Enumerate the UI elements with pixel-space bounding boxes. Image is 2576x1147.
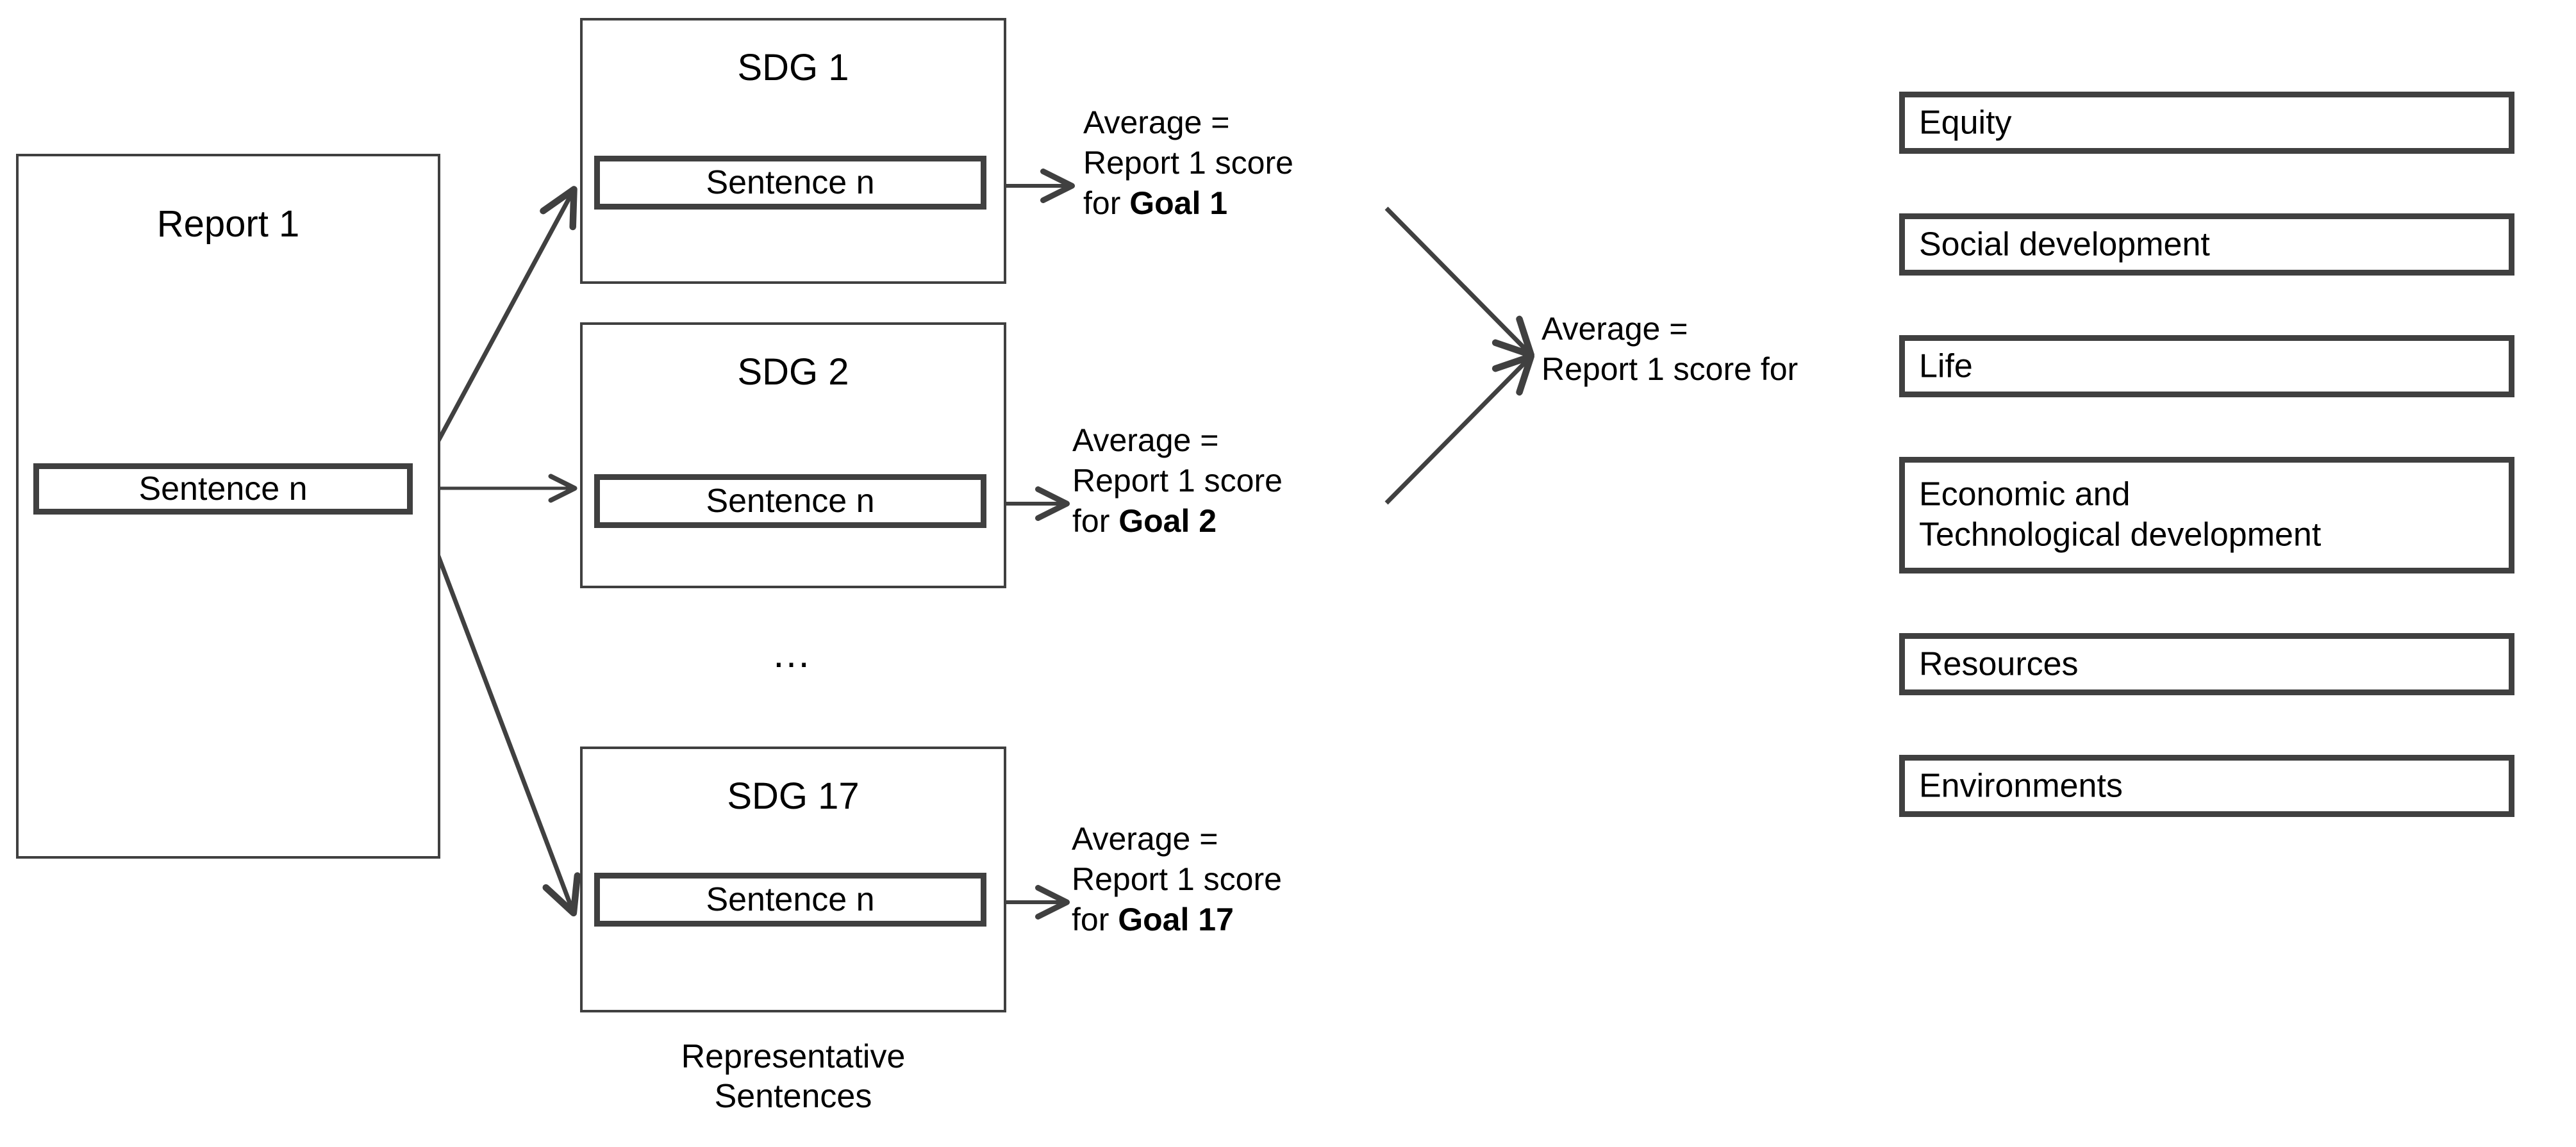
sdg-17-sentence-label: Sentence n — [706, 881, 875, 918]
goal-1-note-line1: Average = — [1083, 104, 1230, 140]
category-box-economic-technological-development[interactable]: Economic and Technological development — [1899, 457, 2514, 574]
goal-1-note-line2: Report 1 score — [1083, 145, 1293, 181]
representative-sentences-caption: Representative Sentences — [681, 1038, 906, 1116]
goal-2-note-bold: Goal 2 — [1118, 503, 1217, 539]
category-label-environments: Environments — [1919, 766, 2123, 804]
report-sentence-box[interactable]: Sentence n — [33, 463, 413, 515]
category-box-social-development[interactable]: Social development — [1899, 213, 2514, 276]
goal-2-note-line2: Report 1 score — [1072, 463, 1283, 499]
sdg-17-title: SDG 17 — [727, 775, 860, 817]
goal-17-note-prefix: for — [1072, 902, 1118, 937]
report-sentence-label: Sentence n — [138, 470, 308, 507]
sdg-1-sentence-box[interactable]: Sentence n — [594, 156, 986, 210]
goal-17-note-line1: Average = — [1072, 821, 1218, 857]
report-score-note: Average = Report 1 score for — [1541, 309, 1798, 390]
goal-17-note-line3: for Goal 17 — [1072, 900, 1282, 940]
category-box-equity[interactable]: Equity — [1899, 92, 2514, 154]
goal-17-score-note: Average = Report 1 score for Goal 17 — [1072, 819, 1282, 940]
goal-17-note-bold: Goal 17 — [1118, 902, 1234, 937]
goal-2-note-line1: Average = — [1072, 422, 1219, 458]
ellipsis-separator: … — [771, 632, 815, 676]
goal-1-note-bold: Goal 1 — [1129, 185, 1228, 221]
goal-1-score-note: Average = Report 1 score for Goal 1 — [1083, 103, 1293, 224]
goal-1-note-line3: for Goal 1 — [1083, 183, 1293, 224]
goal-2-score-note: Average = Report 1 score for Goal 2 — [1072, 420, 1283, 541]
sdg-17-sentence-box[interactable]: Sentence n — [594, 873, 986, 927]
sdg-2-sentence-label: Sentence n — [706, 483, 875, 520]
category-label-equity: Equity — [1919, 103, 2012, 141]
sdg-2-title: SDG 2 — [737, 351, 849, 393]
line-goal1-to-report-score — [1384, 206, 1534, 358]
category-label-social-development: Social development — [1919, 225, 2210, 263]
sdg-1-sentence-label: Sentence n — [706, 164, 875, 201]
report-score-note-line2: Report 1 score for — [1541, 351, 1799, 387]
goal-1-note-prefix: for — [1083, 185, 1130, 221]
category-label-life: Life — [1919, 347, 1973, 384]
sdg-2-box[interactable]: SDG 2 — [580, 322, 1006, 588]
category-box-resources[interactable]: Resources — [1899, 633, 2514, 695]
category-box-environments[interactable]: Environments — [1899, 755, 2514, 817]
goal-2-note-line3: for Goal 2 — [1072, 501, 1283, 541]
category-box-life[interactable]: Life — [1899, 335, 2514, 397]
category-label-resources: Resources — [1919, 645, 2079, 682]
sdg-2-sentence-box[interactable]: Sentence n — [594, 474, 986, 528]
sdg-1-box[interactable]: SDG 1 — [580, 18, 1006, 284]
goal-2-note-prefix: for — [1072, 503, 1119, 539]
line-goal2-to-report-score — [1384, 353, 1534, 505]
report-title: Report 1 — [156, 203, 300, 245]
sdg-1-title: SDG 1 — [737, 47, 849, 88]
report-score-note-line1: Average = — [1541, 311, 1688, 347]
goal-17-note-line2: Report 1 score — [1072, 861, 1282, 897]
category-label-economic-technological-development: Economic and Technological development — [1919, 475, 2322, 554]
